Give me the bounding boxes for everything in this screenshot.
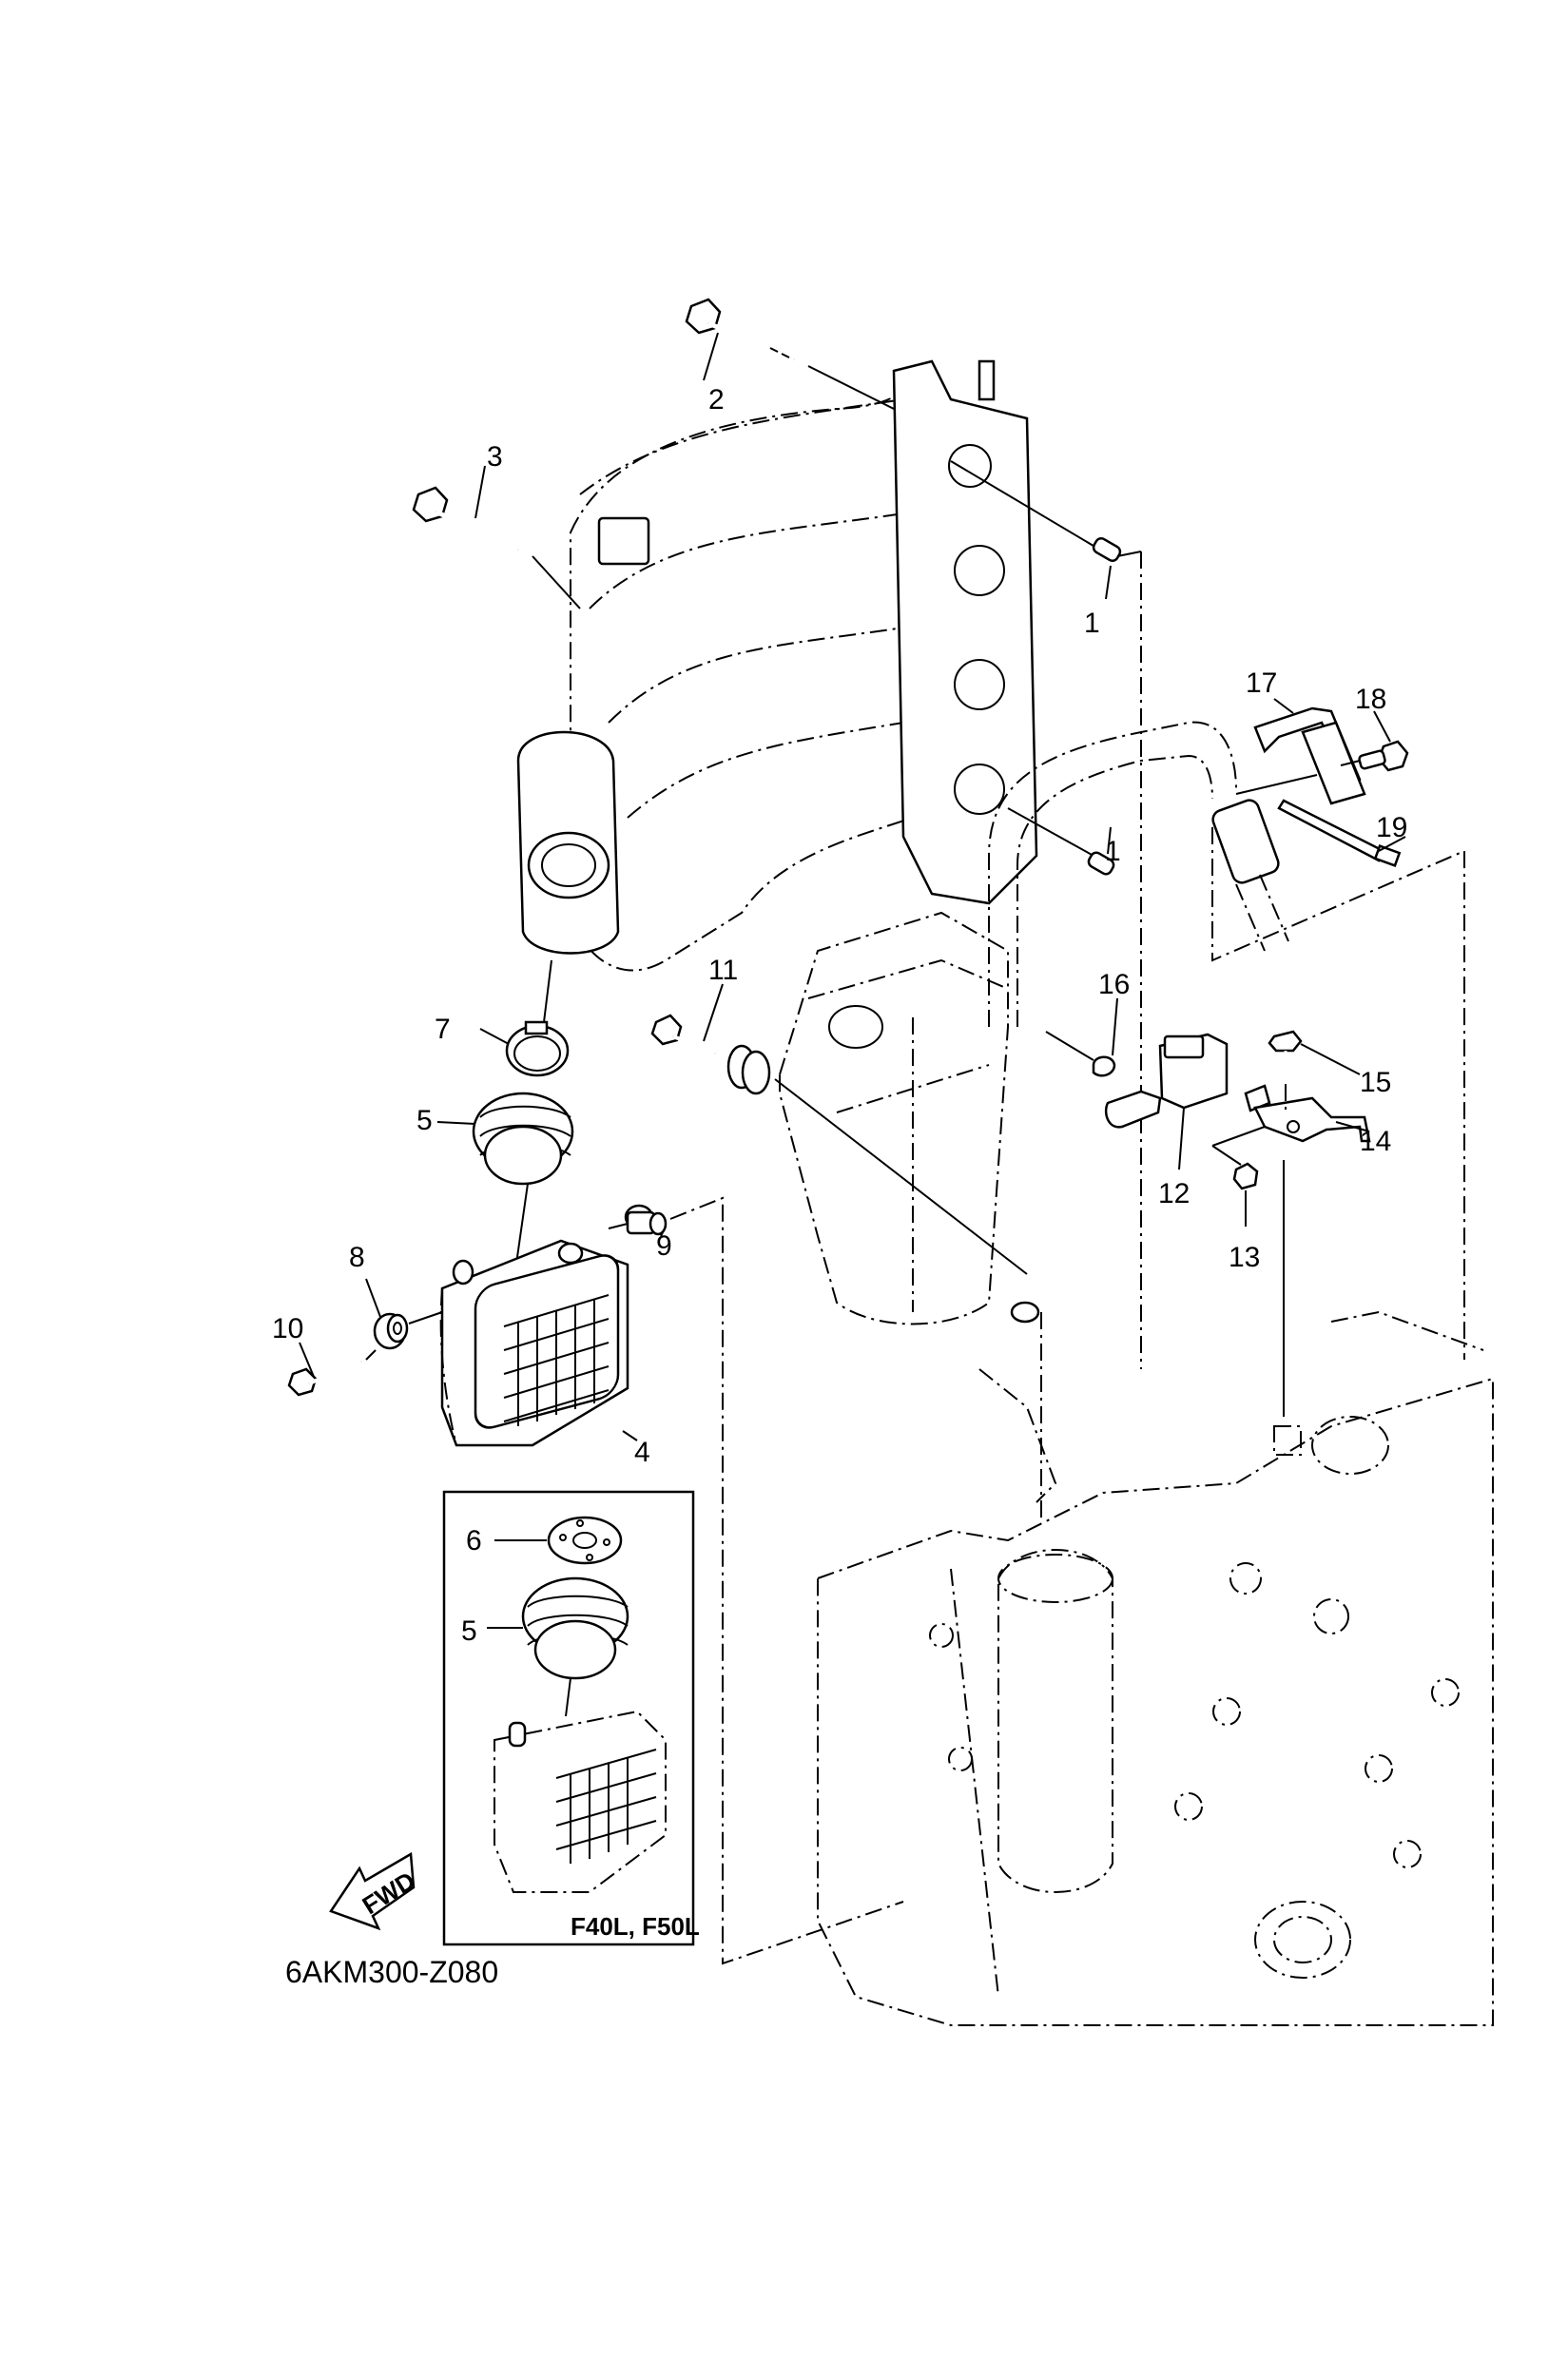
- drawing-code: 6AKM300-Z080: [285, 1955, 498, 1989]
- callout-11: 11: [708, 955, 738, 986]
- callout-13: 13: [1229, 1242, 1260, 1273]
- callout-19: 19: [1376, 812, 1407, 843]
- callouts: 2 3 1 17 18 19 1 11 16 7 15 14 5 12 13 9…: [272, 384, 1407, 1647]
- callout-5: 5: [416, 1105, 433, 1136]
- hose-clamp-7: [479, 959, 570, 1077]
- cylinder-block: [817, 1310, 1494, 2026]
- callout-17: 17: [1246, 667, 1277, 699]
- collar-9: [608, 1196, 904, 1965]
- callout-3: 3: [487, 441, 503, 473]
- callout-4: 4: [634, 1437, 650, 1468]
- bolt-10: [287, 1342, 377, 1397]
- bolt-2: [685, 298, 895, 410]
- bolt-3: [412, 465, 581, 609]
- variant-inset: F40L, F50L: [442, 1490, 700, 1946]
- intake-joint-5: [436, 1092, 574, 1285]
- dowel-pin-1-mid: [1007, 807, 1115, 876]
- callout-8: 8: [349, 1242, 365, 1273]
- dowel-pin-1-top: [950, 460, 1142, 1369]
- silencer-grid: [503, 1294, 610, 1426]
- callout-15: 15: [1360, 1067, 1391, 1098]
- callout-1-top: 1: [1084, 608, 1100, 639]
- silencer-4: [439, 1239, 638, 1447]
- reference-lines-right: [1211, 827, 1465, 1360]
- callout-5-inset: 5: [461, 1615, 477, 1647]
- callout-18: 18: [1355, 684, 1386, 715]
- bolt-11: [650, 983, 1042, 1521]
- solenoid-valve-group: [1045, 997, 1371, 1417]
- bracket-17: [1235, 698, 1366, 805]
- callout-7: 7: [435, 1014, 451, 1045]
- fwd-arrow-icon: FWD: [329, 1851, 420, 1931]
- callout-16: 16: [1098, 969, 1130, 1000]
- variant-label: F40L, F50L: [571, 1912, 700, 1941]
- callout-10: 10: [272, 1313, 303, 1344]
- callout-1-mid: 1: [1105, 836, 1121, 867]
- silencer-inset: [494, 1710, 667, 1893]
- intake-joint-5-inset: [487, 1576, 629, 1717]
- vapor-separator: [779, 911, 1009, 1325]
- bolt-18: [1340, 710, 1409, 772]
- plate-6: [494, 1516, 623, 1565]
- callout-14: 14: [1360, 1126, 1391, 1157]
- hose-assembly: [988, 721, 1289, 1027]
- callout-2: 2: [708, 384, 725, 416]
- grommet-8: [365, 1278, 443, 1350]
- callout-9: 9: [656, 1230, 672, 1262]
- intake-manifold: [516, 359, 1038, 972]
- callout-12: 12: [1158, 1178, 1190, 1209]
- callout-6: 6: [466, 1525, 482, 1557]
- cable-tie-19: [1277, 799, 1406, 867]
